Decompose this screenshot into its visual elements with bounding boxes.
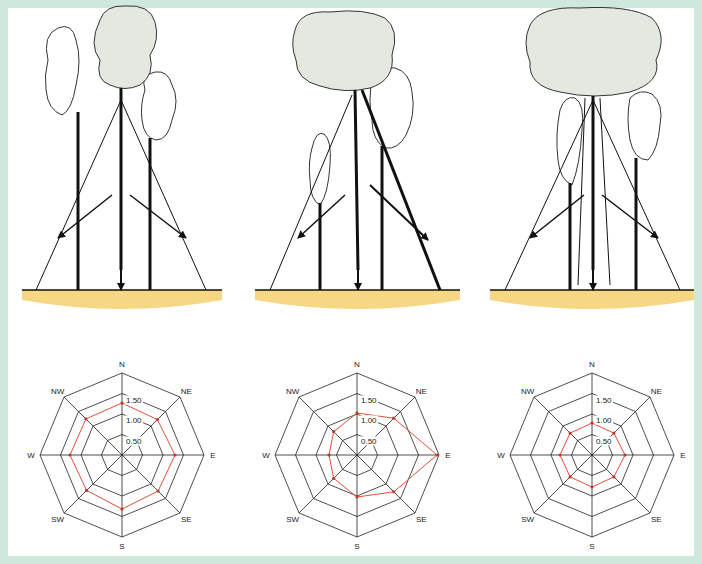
grid-spoke [299,455,357,513]
ground [22,290,222,309]
compass-label: N [589,360,595,369]
data-point [120,507,123,510]
compass-label: NW [51,386,64,395]
compass-label: NW [521,386,534,395]
compass-label: N [354,360,360,369]
compass-label: SE [181,515,192,524]
compass-label: NE [416,386,427,395]
compass-label: E [210,451,215,460]
tree-group [270,11,440,290]
grid-spoke [357,455,415,513]
grid-spoke [122,455,123,537]
scale-value: 0.50 [360,436,378,445]
scale-value: 1.00 [360,416,378,425]
grid-spoke [357,397,415,455]
compass-label: W [262,451,270,460]
grid-spoke [299,397,357,455]
data-point [68,453,71,456]
compass-label: E [680,451,685,460]
grid-ring [275,373,439,537]
scale-value: 0.50 [595,436,613,445]
compass-label: SW [286,515,299,524]
grid-ring [510,373,674,537]
compass-label: S [354,542,359,551]
compass-label: NE [181,386,192,395]
grid-spoke [275,455,357,456]
grid-spoke [122,397,180,455]
scale-value: 1.50 [595,395,613,404]
data-polygon [560,423,625,487]
grid-spoke [534,397,592,455]
grid-spoke [592,455,674,456]
tree-group [36,6,206,290]
compass-label: SE [416,515,427,524]
data-point [558,453,561,456]
data-point [85,489,88,492]
compass-label: W [497,451,505,460]
data-point [120,401,123,404]
data-point [435,453,438,456]
data-point [612,475,615,478]
data-point [332,477,335,480]
data-point [569,475,572,478]
tree-group [505,7,680,290]
scale-value: 1.50 [125,395,143,404]
data-point [156,418,159,421]
compass-label: N [119,360,125,369]
grid-spoke [510,455,592,456]
grid-spoke [357,455,439,456]
data-point [84,417,87,420]
data-polygon [329,413,437,497]
scale-value: 1.00 [595,416,613,425]
grid-spoke [592,373,593,455]
grid-spoke [122,373,123,455]
compass-label: S [589,542,594,551]
compass-label: NW [286,386,299,395]
ground [490,290,694,309]
data-polygon [70,403,175,509]
data-point [590,485,593,488]
grid-spoke [40,455,122,456]
grid-spoke [534,455,592,513]
data-point [392,490,395,493]
compass-label: SW [51,515,64,524]
compass-label: S [119,542,124,551]
grid-ring [40,373,204,537]
data-point [157,490,160,493]
data-point [612,432,615,435]
data-point [569,432,572,435]
data-point [392,417,395,420]
scale-value: 0.50 [125,436,143,445]
data-point [590,421,593,424]
grid-spoke [122,455,204,456]
data-point [355,495,358,498]
compass-label: E [445,451,450,460]
ground [255,290,460,309]
grid-spoke [64,397,122,455]
data-point [332,430,335,433]
data-point [355,411,358,414]
data-point [623,453,626,456]
scale-value: 1.50 [360,395,378,404]
data-point [327,453,330,456]
data-point [173,453,176,456]
scale-value: 1.00 [125,416,143,425]
compass-label: SE [651,515,662,524]
compass-label: NE [651,386,662,395]
compass-label: SW [521,515,534,524]
grid-spoke [592,455,593,537]
compass-label: W [27,451,35,460]
